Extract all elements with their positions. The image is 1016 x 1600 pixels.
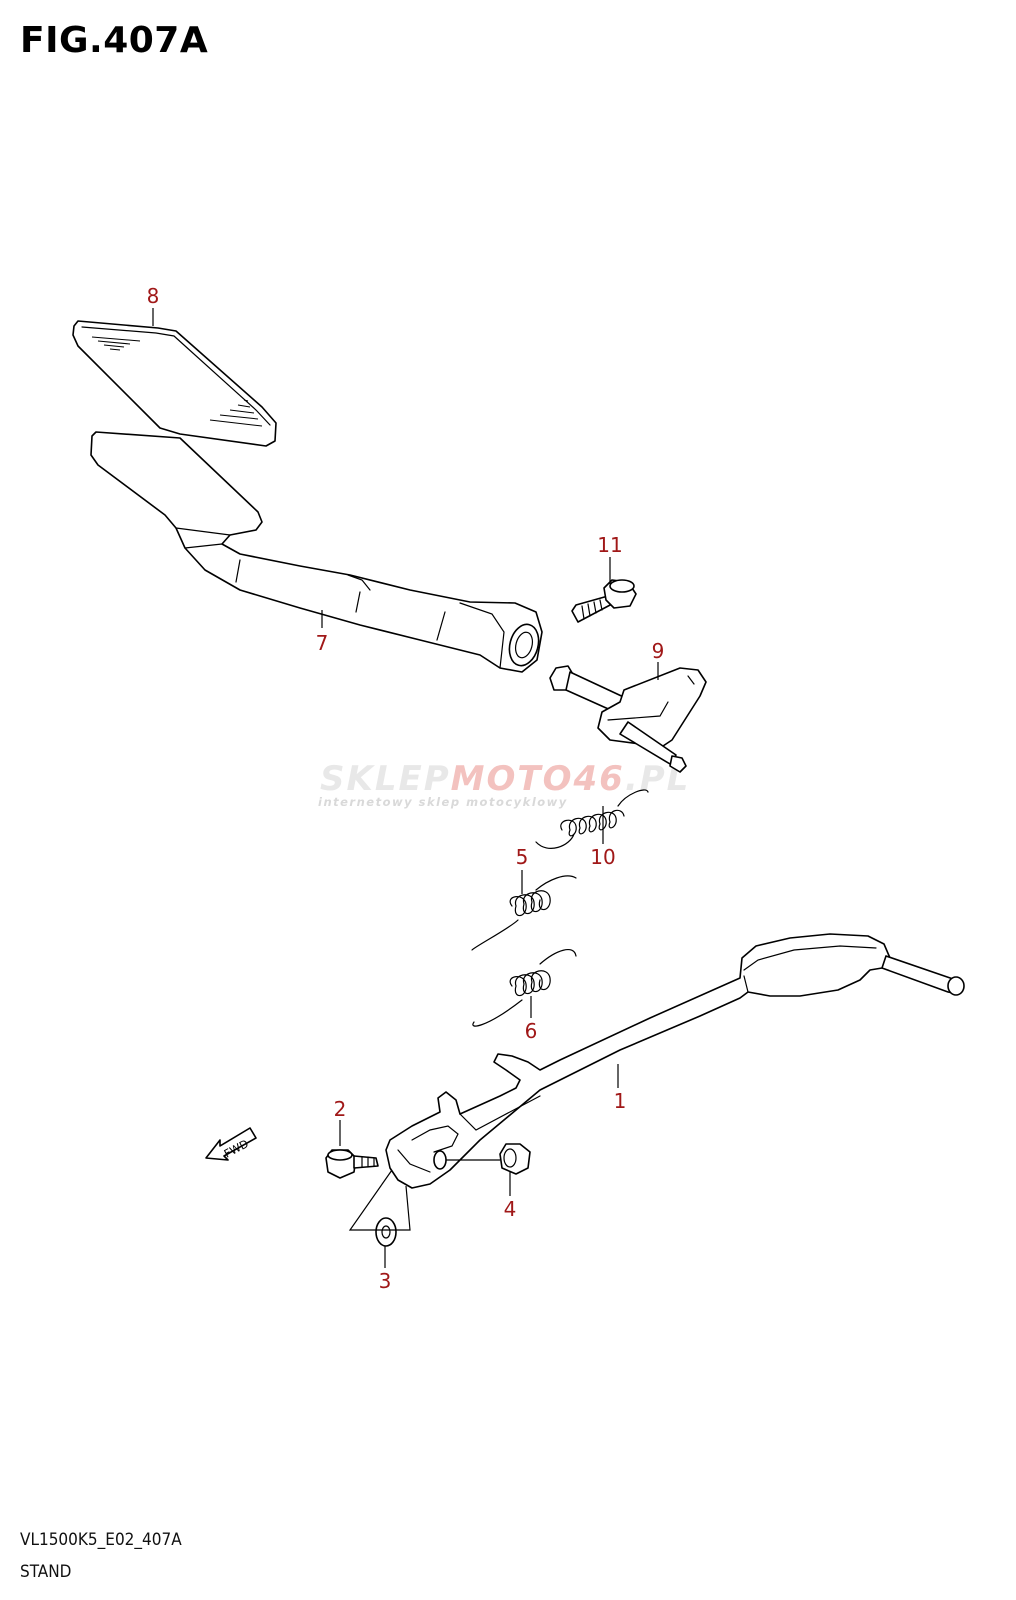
fwd-label: FWD xyxy=(222,1137,251,1161)
part-8-footrest-pad[interactable] xyxy=(72,320,277,447)
part-10-spring[interactable] xyxy=(535,789,649,849)
callout-5: 5 xyxy=(516,845,529,869)
callout-2: 2 xyxy=(334,1097,347,1121)
part-4-nut[interactable] xyxy=(499,1143,531,1175)
figure-title: FIG.407A xyxy=(20,20,209,61)
part-7-footrest-bracket[interactable] xyxy=(90,431,543,673)
callout-10: 10 xyxy=(590,845,615,869)
part-6-spring[interactable] xyxy=(472,948,577,1027)
callout-4: 4 xyxy=(504,1197,517,1221)
part-5-spring[interactable] xyxy=(471,875,577,951)
watermark-tagline: internetowy sklep motocyklowy xyxy=(318,795,568,809)
part-3-washer[interactable] xyxy=(375,1217,397,1247)
watermark-brand-3: 46 xyxy=(573,759,625,799)
callout-8: 8 xyxy=(147,284,160,308)
callout-1: 1 xyxy=(614,1089,627,1113)
part-9-shaft-bracket[interactable] xyxy=(549,665,707,773)
callout-labels: 8 7 11 9 10 5 6 1 2 4 3 xyxy=(147,284,665,1293)
part-1-side-stand[interactable] xyxy=(385,933,965,1189)
part-11-bolt[interactable] xyxy=(571,579,637,623)
callout-11: 11 xyxy=(597,533,622,557)
callout-6: 6 xyxy=(525,1019,538,1043)
watermark-brand-2: MOTO xyxy=(451,759,574,799)
figure-code: VL1500K5_E02_407A xyxy=(20,1530,182,1550)
fwd-direction-arrow: FWD xyxy=(205,1127,257,1161)
watermark: SKLEPMOTO46.PL internetowy sklep motocyk… xyxy=(318,759,688,809)
callout-3: 3 xyxy=(379,1269,392,1293)
watermark-brand-1: SKLEP xyxy=(320,759,451,799)
part-2-stand-bolt[interactable] xyxy=(325,1149,379,1179)
callout-7: 7 xyxy=(316,631,329,655)
callout-9: 9 xyxy=(652,639,665,663)
figure-name: STAND xyxy=(20,1562,72,1582)
leader-lines xyxy=(152,308,659,1268)
